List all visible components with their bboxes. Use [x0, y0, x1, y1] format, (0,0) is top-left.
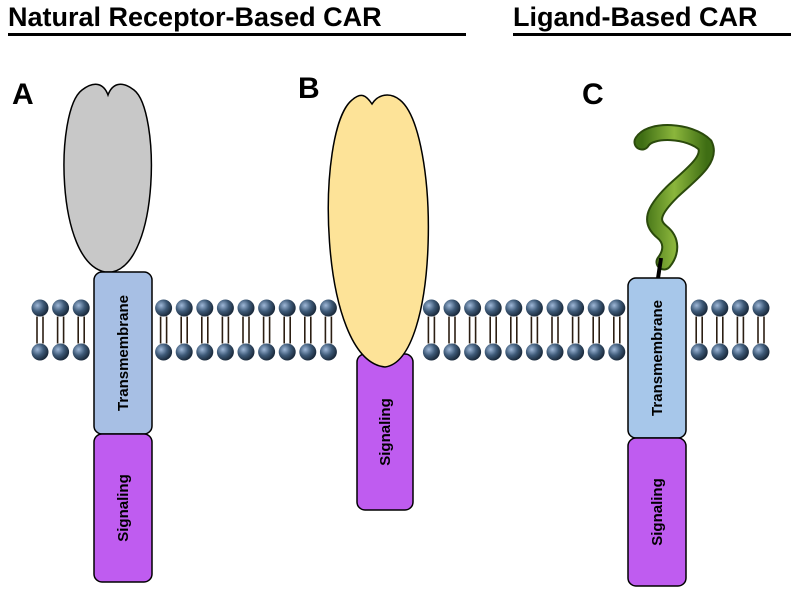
lipid-head: [422, 299, 440, 317]
signaling-label-c: Signaling: [649, 478, 666, 546]
lipid-head: [319, 343, 337, 361]
lipid-head: [72, 299, 90, 317]
ligand-heading: Ligand-Based CAR: [513, 2, 791, 36]
signaling-label-a: Signaling: [115, 474, 132, 542]
lipid-head: [258, 299, 276, 317]
lipid-head: [711, 299, 729, 317]
lipid-head: [484, 343, 502, 361]
lipid-head: [546, 299, 564, 317]
ligand-c-strand-highlight: [635, 126, 713, 269]
lipid-head: [690, 343, 708, 361]
signaling-domain-c: [627, 437, 687, 587]
transmembrane-label-c: Transmembrane: [649, 300, 666, 416]
lipid-head: [237, 343, 255, 361]
lipid-head: [155, 343, 173, 361]
lipid-head: [464, 299, 482, 317]
lipid-head: [464, 343, 482, 361]
lipid-head: [31, 343, 49, 361]
lipid-head: [196, 299, 214, 317]
lipid-head: [690, 299, 708, 317]
lipid-head: [422, 343, 440, 361]
lipid-head: [731, 299, 749, 317]
lipid-head: [608, 343, 626, 361]
panel-a: Transmembrane Signaling: [63, 83, 153, 583]
lipid-head: [587, 299, 605, 317]
lipid-head: [567, 299, 585, 317]
lipid-head: [299, 343, 317, 361]
lipid-head: [278, 343, 296, 361]
lipid-head: [567, 343, 585, 361]
lipid-head: [216, 343, 234, 361]
panel-c: Transmembrane Signaling: [627, 124, 715, 587]
lipid-head: [72, 343, 90, 361]
lipid-head: [52, 299, 70, 317]
lipid-head: [484, 299, 502, 317]
lipid-head: [237, 299, 255, 317]
lipid-head: [443, 343, 461, 361]
lipid-head: [155, 299, 173, 317]
signaling-domain-a: [93, 433, 153, 583]
lipid-head: [216, 299, 234, 317]
lipid-head: [299, 299, 317, 317]
lipid-head: [175, 299, 193, 317]
lipid-head: [31, 299, 49, 317]
receptor-a-extracellular: [63, 83, 153, 273]
lipid-head: [505, 299, 523, 317]
receptor-b-extracellular: [327, 94, 430, 368]
panel-letter-a: A: [12, 78, 34, 111]
lipid-head: [711, 343, 729, 361]
panel-letter-b: B: [298, 72, 320, 105]
lipid-head: [52, 343, 70, 361]
natural-receptor-heading: Natural Receptor-Based CAR: [8, 2, 466, 36]
lipid-head: [278, 299, 296, 317]
lipid-head: [752, 343, 770, 361]
lipid-head: [608, 299, 626, 317]
lipid-head: [731, 343, 749, 361]
lipid-head: [443, 299, 461, 317]
transmembrane-label-a: Transmembrane: [115, 295, 132, 411]
lipid-head: [175, 343, 193, 361]
lipid-head: [319, 299, 337, 317]
lipid-head: [525, 299, 543, 317]
lipid-head: [546, 343, 564, 361]
lipid-head: [587, 343, 605, 361]
panel-b: Signaling: [327, 94, 430, 511]
lipid-head: [196, 343, 214, 361]
panel-letter-c: C: [582, 78, 604, 111]
lipid-head: [752, 299, 770, 317]
lipid-head: [258, 343, 276, 361]
lipid-head: [525, 343, 543, 361]
lipid-head: [505, 343, 523, 361]
signaling-label-b: Signaling: [377, 398, 394, 466]
lipid-bilayer: [31, 299, 770, 361]
